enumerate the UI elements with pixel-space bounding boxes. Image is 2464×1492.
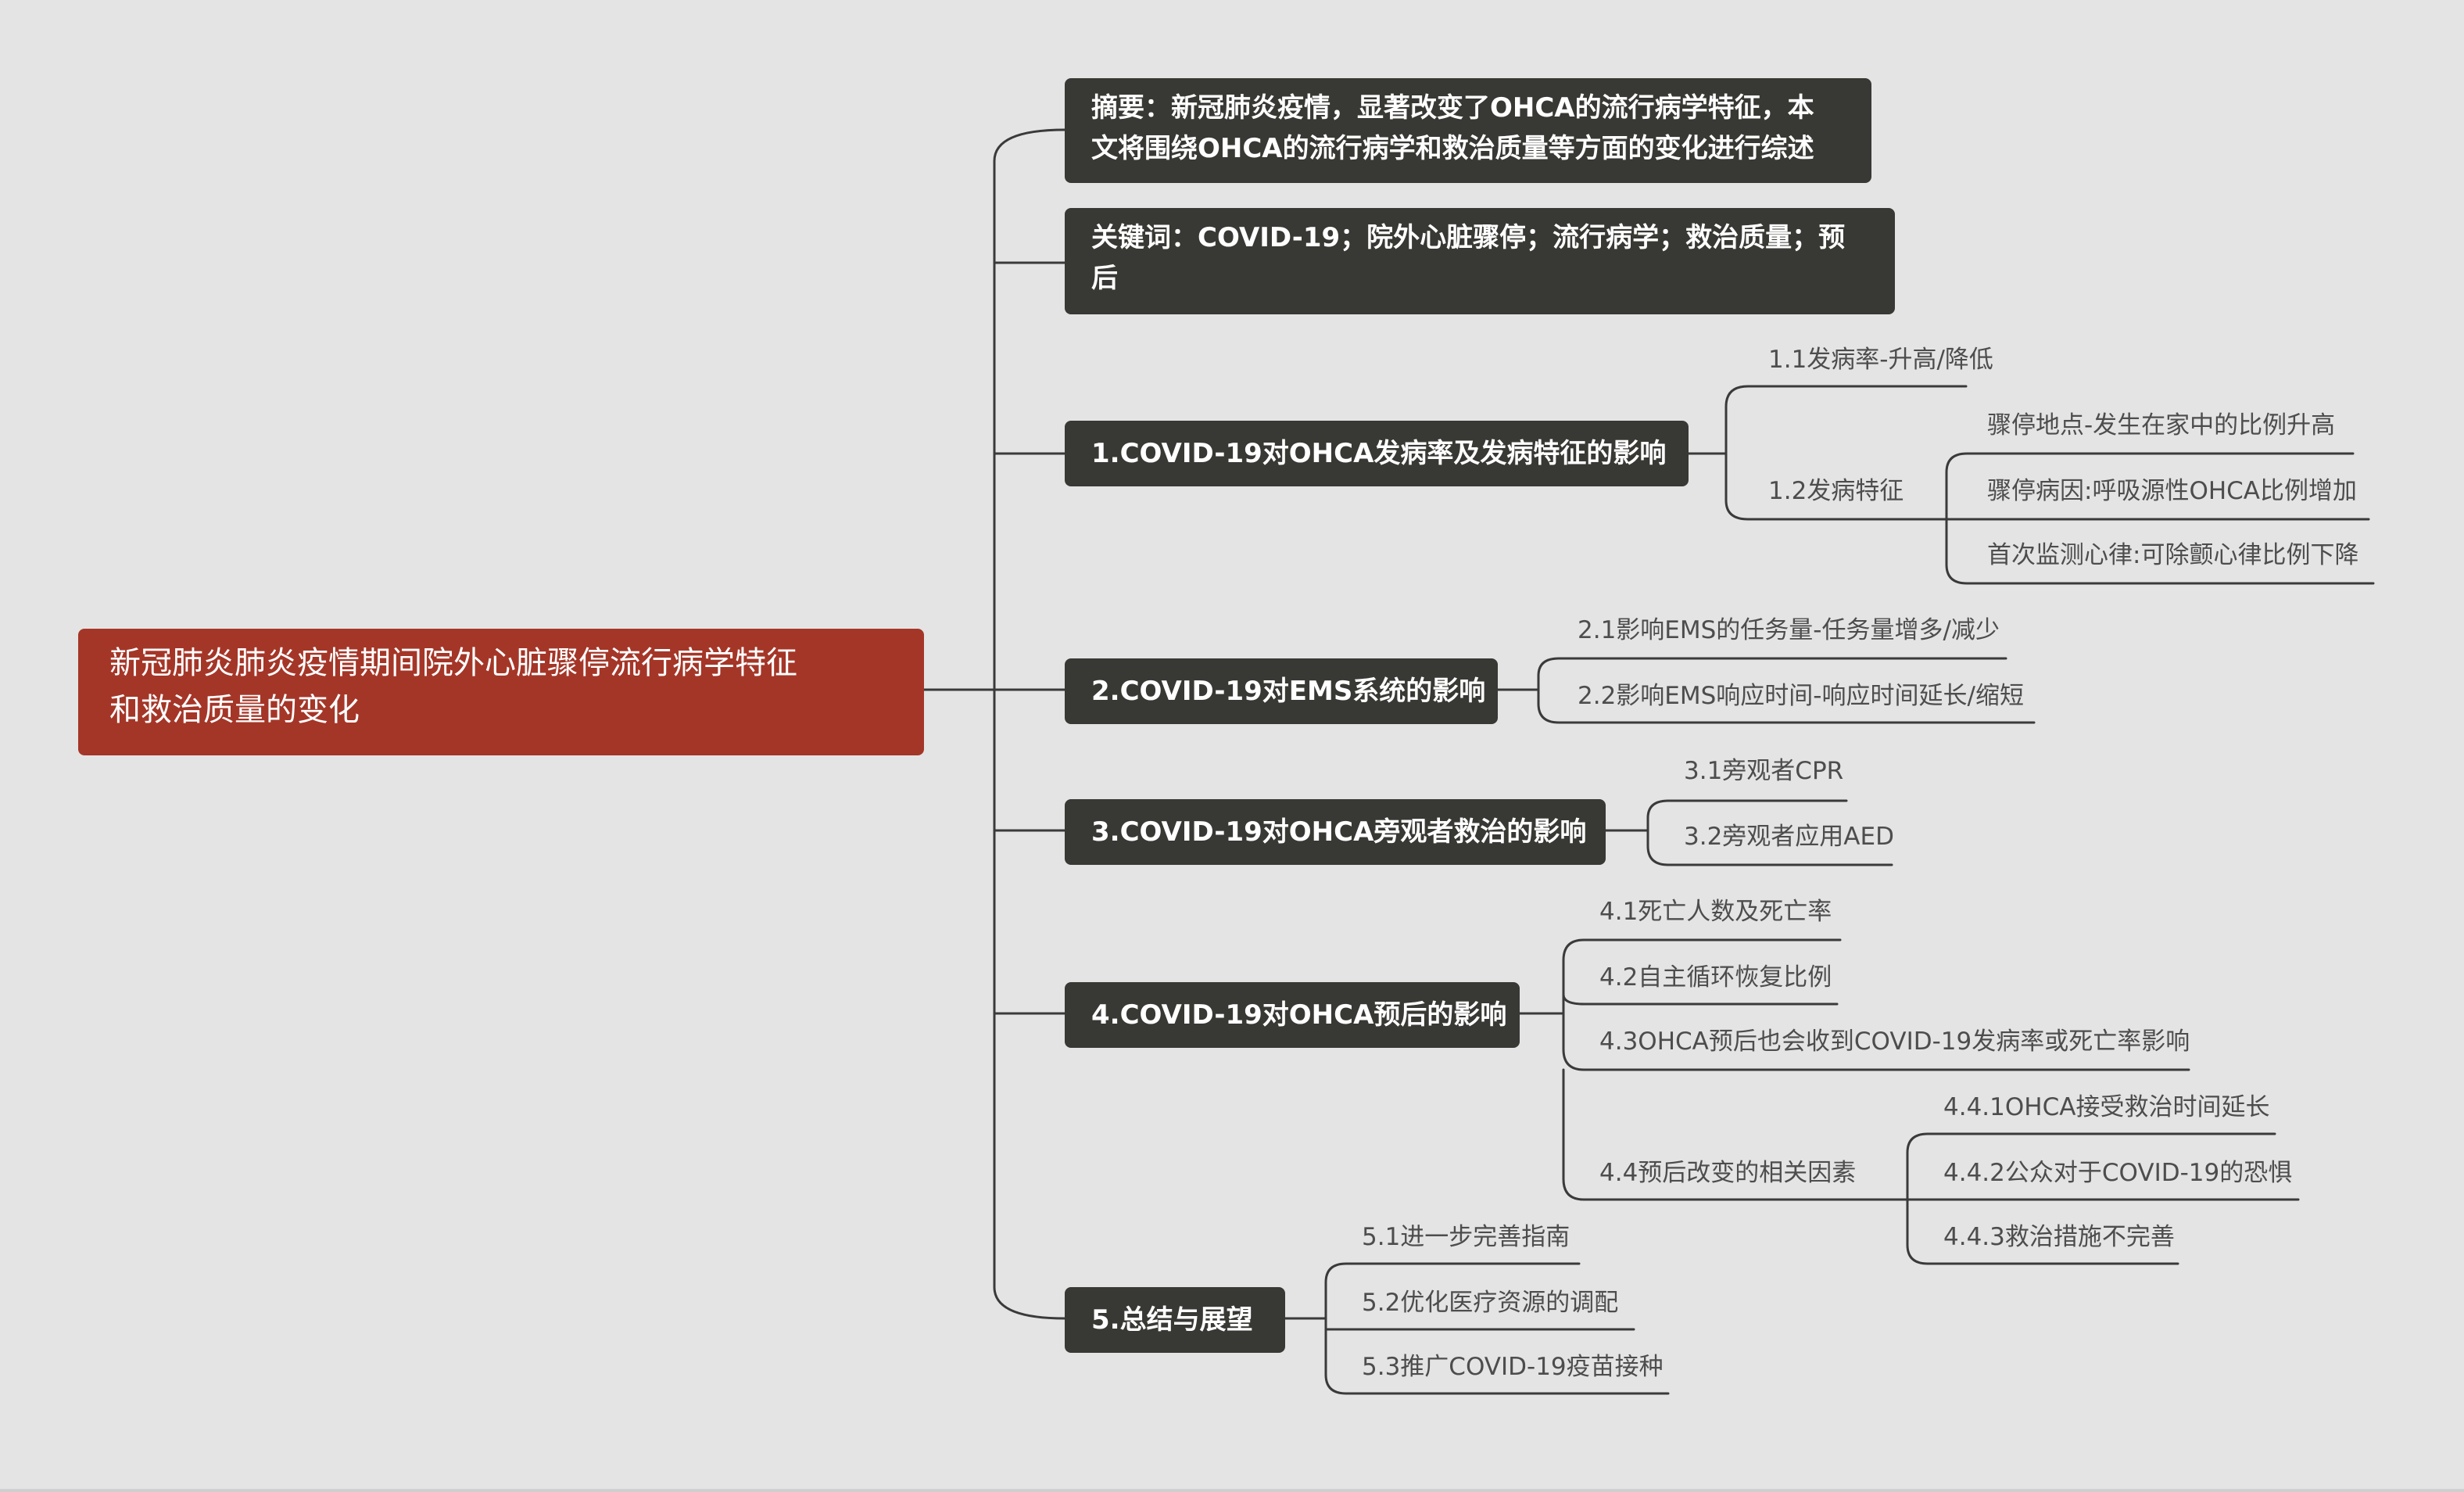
keywords-line1: 关键词：COVID-19；院外心脏骤停；流行病学；救治质量；预 <box>1091 222 1846 253</box>
abstract-line2: 文将围绕OHCA的流行病学和救治质量等方面的变化进行综述 <box>1091 133 1814 164</box>
root-topic[interactable]: 新冠肺炎肺炎疫情期间院外心脏骤停流行病学特征 和救治质量的变化 <box>78 629 924 755</box>
topic-3-node[interactable]: 3.COVID-19对OHCA旁观者救治的影响 <box>1065 799 1606 865</box>
subtopic-3-2[interactable]: 3.2旁观者应用AED <box>1684 823 1894 851</box>
subtopic-1-2-2[interactable]: 骤停病因:呼吸源性OHCA比例增加 <box>1987 477 2358 505</box>
topic-5-label: 5.总结与展望 <box>1091 1304 1253 1336</box>
subtopic-5-2[interactable]: 5.2优化医疗资源的调配 <box>1362 1289 1619 1317</box>
subtopic-4-4-3[interactable]: 4.4.3救治措施不完善 <box>1943 1223 2175 1251</box>
subtopic-2-2[interactable]: 2.2影响EMS响应时间-响应时间延长/缩短 <box>1578 682 2024 710</box>
bottom-edge <box>0 1489 2464 1492</box>
subtopic-4-3[interactable]: 4.3OHCA预后也会收到COVID-19发病率或死亡率影响 <box>1599 1028 2190 1056</box>
topic-1-node[interactable]: 1.COVID-19对OHCA发病率及发病特征的影响 <box>1065 421 1689 486</box>
topic-4-node[interactable]: 4.COVID-19对OHCA预后的影响 <box>1065 982 1520 1048</box>
topic-2-label: 2.COVID-19对EMS系统的影响 <box>1091 676 1486 707</box>
subtopic-1-2-3[interactable]: 首次监测心律:可除颤心律比例下降 <box>1987 541 2359 569</box>
subtopic-4-4[interactable]: 4.4预后改变的相关因素 <box>1599 1159 1857 1187</box>
subtopic-2-1[interactable]: 2.1影响EMS的任务量-任务量增多/减少 <box>1578 616 2000 644</box>
subtopic-5-1[interactable]: 5.1进一步完善指南 <box>1362 1223 1570 1251</box>
abstract-node[interactable]: 摘要：新冠肺炎疫情，显著改变了OHCA的流行病学特征，本 文将围绕OHCA的流行… <box>1065 78 1871 183</box>
root-topic-line2: 和救治质量的变化 <box>109 692 360 728</box>
subtopic-3-1[interactable]: 3.1旁观者CPR <box>1684 757 1844 785</box>
keywords-node[interactable]: 关键词：COVID-19；院外心脏骤停；流行病学；救治质量；预 后 <box>1065 208 1895 314</box>
topic-5-node[interactable]: 5.总结与展望 <box>1065 1287 1285 1353</box>
subtopic-4-2[interactable]: 4.2自主循环恢复比例 <box>1599 963 1832 992</box>
keywords-line2: 后 <box>1091 263 1118 294</box>
abstract-line1: 摘要：新冠肺炎疫情，显著改变了OHCA的流行病学特征，本 <box>1091 92 1814 124</box>
topic-4-label: 4.COVID-19对OHCA预后的影响 <box>1091 999 1507 1031</box>
subtopic-1-2[interactable]: 1.2发病特征 <box>1768 477 1904 505</box>
subtopic-4-4-2[interactable]: 4.4.2公众对于COVID-19的恐惧 <box>1943 1159 2293 1187</box>
topic-1-label: 1.COVID-19对OHCA发病率及发病特征的影响 <box>1091 438 1667 469</box>
subtopic-1-1[interactable]: 1.1发病率-升高/降低 <box>1768 346 1993 374</box>
subtopic-4-1[interactable]: 4.1死亡人数及死亡率 <box>1599 898 1832 926</box>
topic-3-label: 3.COVID-19对OHCA旁观者救治的影响 <box>1091 816 1587 848</box>
topic-2-node[interactable]: 2.COVID-19对EMS系统的影响 <box>1065 658 1498 724</box>
subtopic-5-3[interactable]: 5.3推广COVID-19疫苗接种 <box>1362 1353 1664 1381</box>
subtopic-4-4-1[interactable]: 4.4.1OHCA接受救治时间延长 <box>1943 1093 2270 1121</box>
subtopic-1-2-1[interactable]: 骤停地点-发生在家中的比例升高 <box>1987 411 2336 439</box>
root-topic-line1: 新冠肺炎肺炎疫情期间院外心脏骤停流行病学特征 <box>109 645 797 681</box>
